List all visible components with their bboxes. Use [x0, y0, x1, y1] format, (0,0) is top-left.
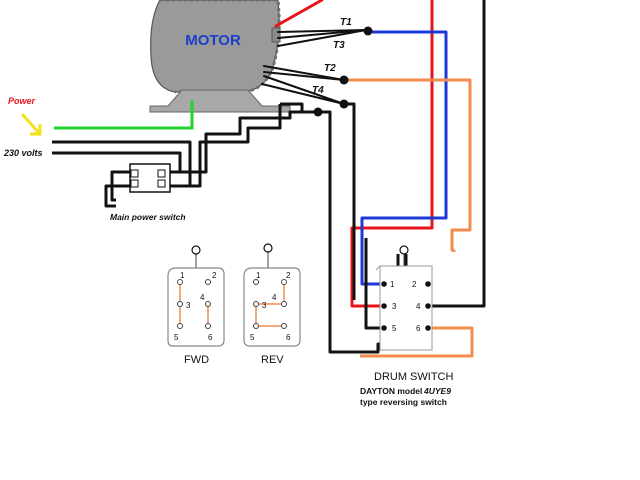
voltage-label: 230 volts — [3, 148, 43, 158]
svg-text:5: 5 — [174, 333, 179, 342]
svg-text:3: 3 — [186, 301, 191, 310]
svg-text:1: 1 — [390, 280, 395, 289]
fwd-pin-labels: 1 2 3 4 5 6 — [174, 271, 217, 342]
svg-text:3: 3 — [262, 301, 267, 310]
motor-leads — [261, 0, 367, 105]
svg-text:2: 2 — [412, 280, 417, 289]
drum-pin-labels: 1 2 3 4 5 6 — [390, 280, 421, 333]
drum-switch-title: DRUM SWITCH — [374, 371, 453, 383]
rev-pin-labels: 1 2 3 4 5 6 — [250, 271, 291, 342]
svg-text:6: 6 — [286, 333, 291, 342]
motor-label: MOTOR — [185, 32, 241, 49]
svg-text:4: 4 — [272, 293, 277, 302]
drum-switch — [375, 245, 433, 351]
power-label: Power — [8, 96, 36, 106]
svg-text:2: 2 — [212, 271, 217, 280]
fwd-label: FWD — [184, 354, 209, 366]
orange-wire — [348, 78, 474, 358]
main-switch-label: Main power switch — [110, 212, 186, 222]
svg-text:5: 5 — [392, 324, 397, 333]
terminal-t3-label: T3 — [333, 40, 345, 51]
terminal-t4-label: T4 — [312, 85, 324, 96]
svg-text:5: 5 — [250, 333, 255, 342]
svg-text:4: 4 — [200, 293, 205, 302]
power-arrow — [20, 112, 42, 136]
drum-switch-model-line: DAYTON model — [360, 386, 422, 396]
motor: MOTOR — [149, 0, 291, 113]
rev-label: REV — [261, 354, 284, 366]
red-wire — [350, 0, 434, 308]
svg-text:6: 6 — [416, 324, 421, 333]
green-wire — [54, 100, 194, 130]
terminal-t1-label: T1 — [340, 17, 352, 28]
svg-text:6: 6 — [208, 333, 213, 342]
drum-switch-type: type reversing switch — [360, 397, 447, 407]
svg-text:1: 1 — [256, 271, 261, 280]
svg-text:3: 3 — [392, 302, 397, 311]
black-wires — [52, 0, 486, 354]
fwd-diagram — [167, 245, 225, 347]
svg-text:1: 1 — [180, 271, 185, 280]
svg-text:2: 2 — [286, 271, 291, 280]
main-power-switch — [129, 163, 171, 193]
terminal-dots — [313, 26, 373, 117]
rev-diagram — [243, 243, 301, 347]
drum-switch-model: 4UYE9 — [423, 386, 451, 396]
svg-text:4: 4 — [416, 302, 421, 311]
terminal-t2-label: T2 — [324, 63, 336, 74]
